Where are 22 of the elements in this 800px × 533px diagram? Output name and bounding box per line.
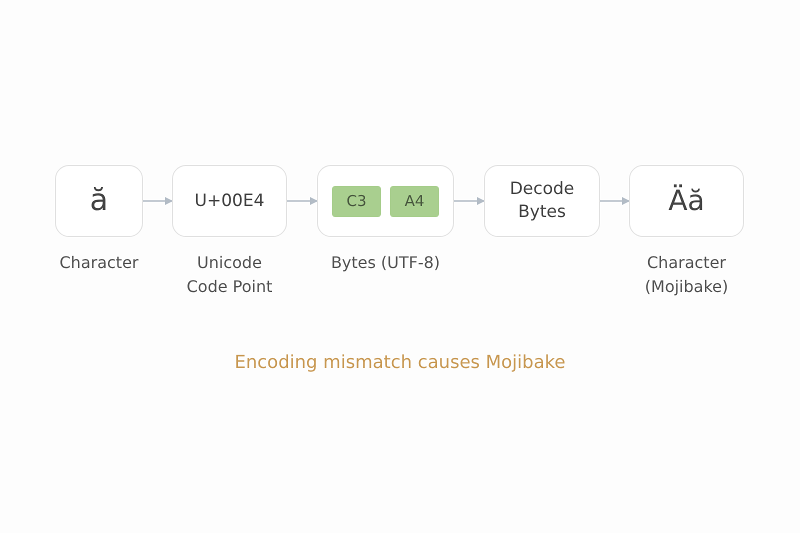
caption: Encoding mismatch causes Mojibake	[234, 352, 566, 373]
node-text: Decode Bytes	[508, 178, 576, 224]
node-text: A4	[404, 191, 424, 212]
bytes-box	[317, 165, 454, 237]
node-text: C3	[346, 191, 367, 212]
arrow	[600, 197, 630, 205]
node-caption: Unicode Code Point	[186, 252, 274, 298]
character-box	[629, 165, 744, 237]
byte-chip	[332, 186, 381, 217]
code-point-box	[172, 165, 287, 237]
arrow	[454, 197, 485, 205]
node-caption: Character	[58, 252, 140, 274]
node-text: ă	[90, 182, 108, 220]
process-box	[484, 165, 600, 237]
arrow	[143, 197, 173, 205]
arrow	[287, 197, 318, 205]
character-box	[55, 165, 143, 237]
node-text: U+00E4	[194, 190, 264, 212]
node-text: Äă	[668, 183, 705, 220]
node-caption: Bytes (UTF-8)	[330, 252, 440, 274]
node-caption: Character (Mojibake)	[644, 252, 730, 298]
byte-chip	[390, 186, 439, 217]
